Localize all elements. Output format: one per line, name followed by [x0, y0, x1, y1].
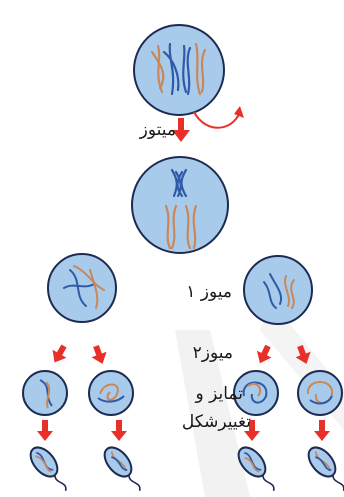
spermatogonium-cell: [134, 25, 224, 115]
secondary-spermatocyte-left: [48, 254, 116, 322]
spermatid-4: [298, 371, 342, 415]
primary-spermatocyte-cell: [132, 157, 228, 253]
spermatid-2: [89, 371, 133, 415]
secondary-spermatocyte-right: [244, 256, 312, 324]
label-meiosis-2: میوز۲: [193, 345, 233, 362]
spermatid-1: [23, 371, 67, 415]
sperm-icon: [25, 443, 74, 496]
label-differentiation-2: تغییرشکل: [182, 414, 251, 431]
sperm-icon: [99, 443, 148, 496]
label-mitosis: میتوز: [140, 122, 176, 139]
label-meiosis-1: میوز ۱: [186, 284, 232, 301]
sperm-icon: [303, 443, 344, 496]
label-differentiation-1: تمایز و: [196, 386, 243, 403]
